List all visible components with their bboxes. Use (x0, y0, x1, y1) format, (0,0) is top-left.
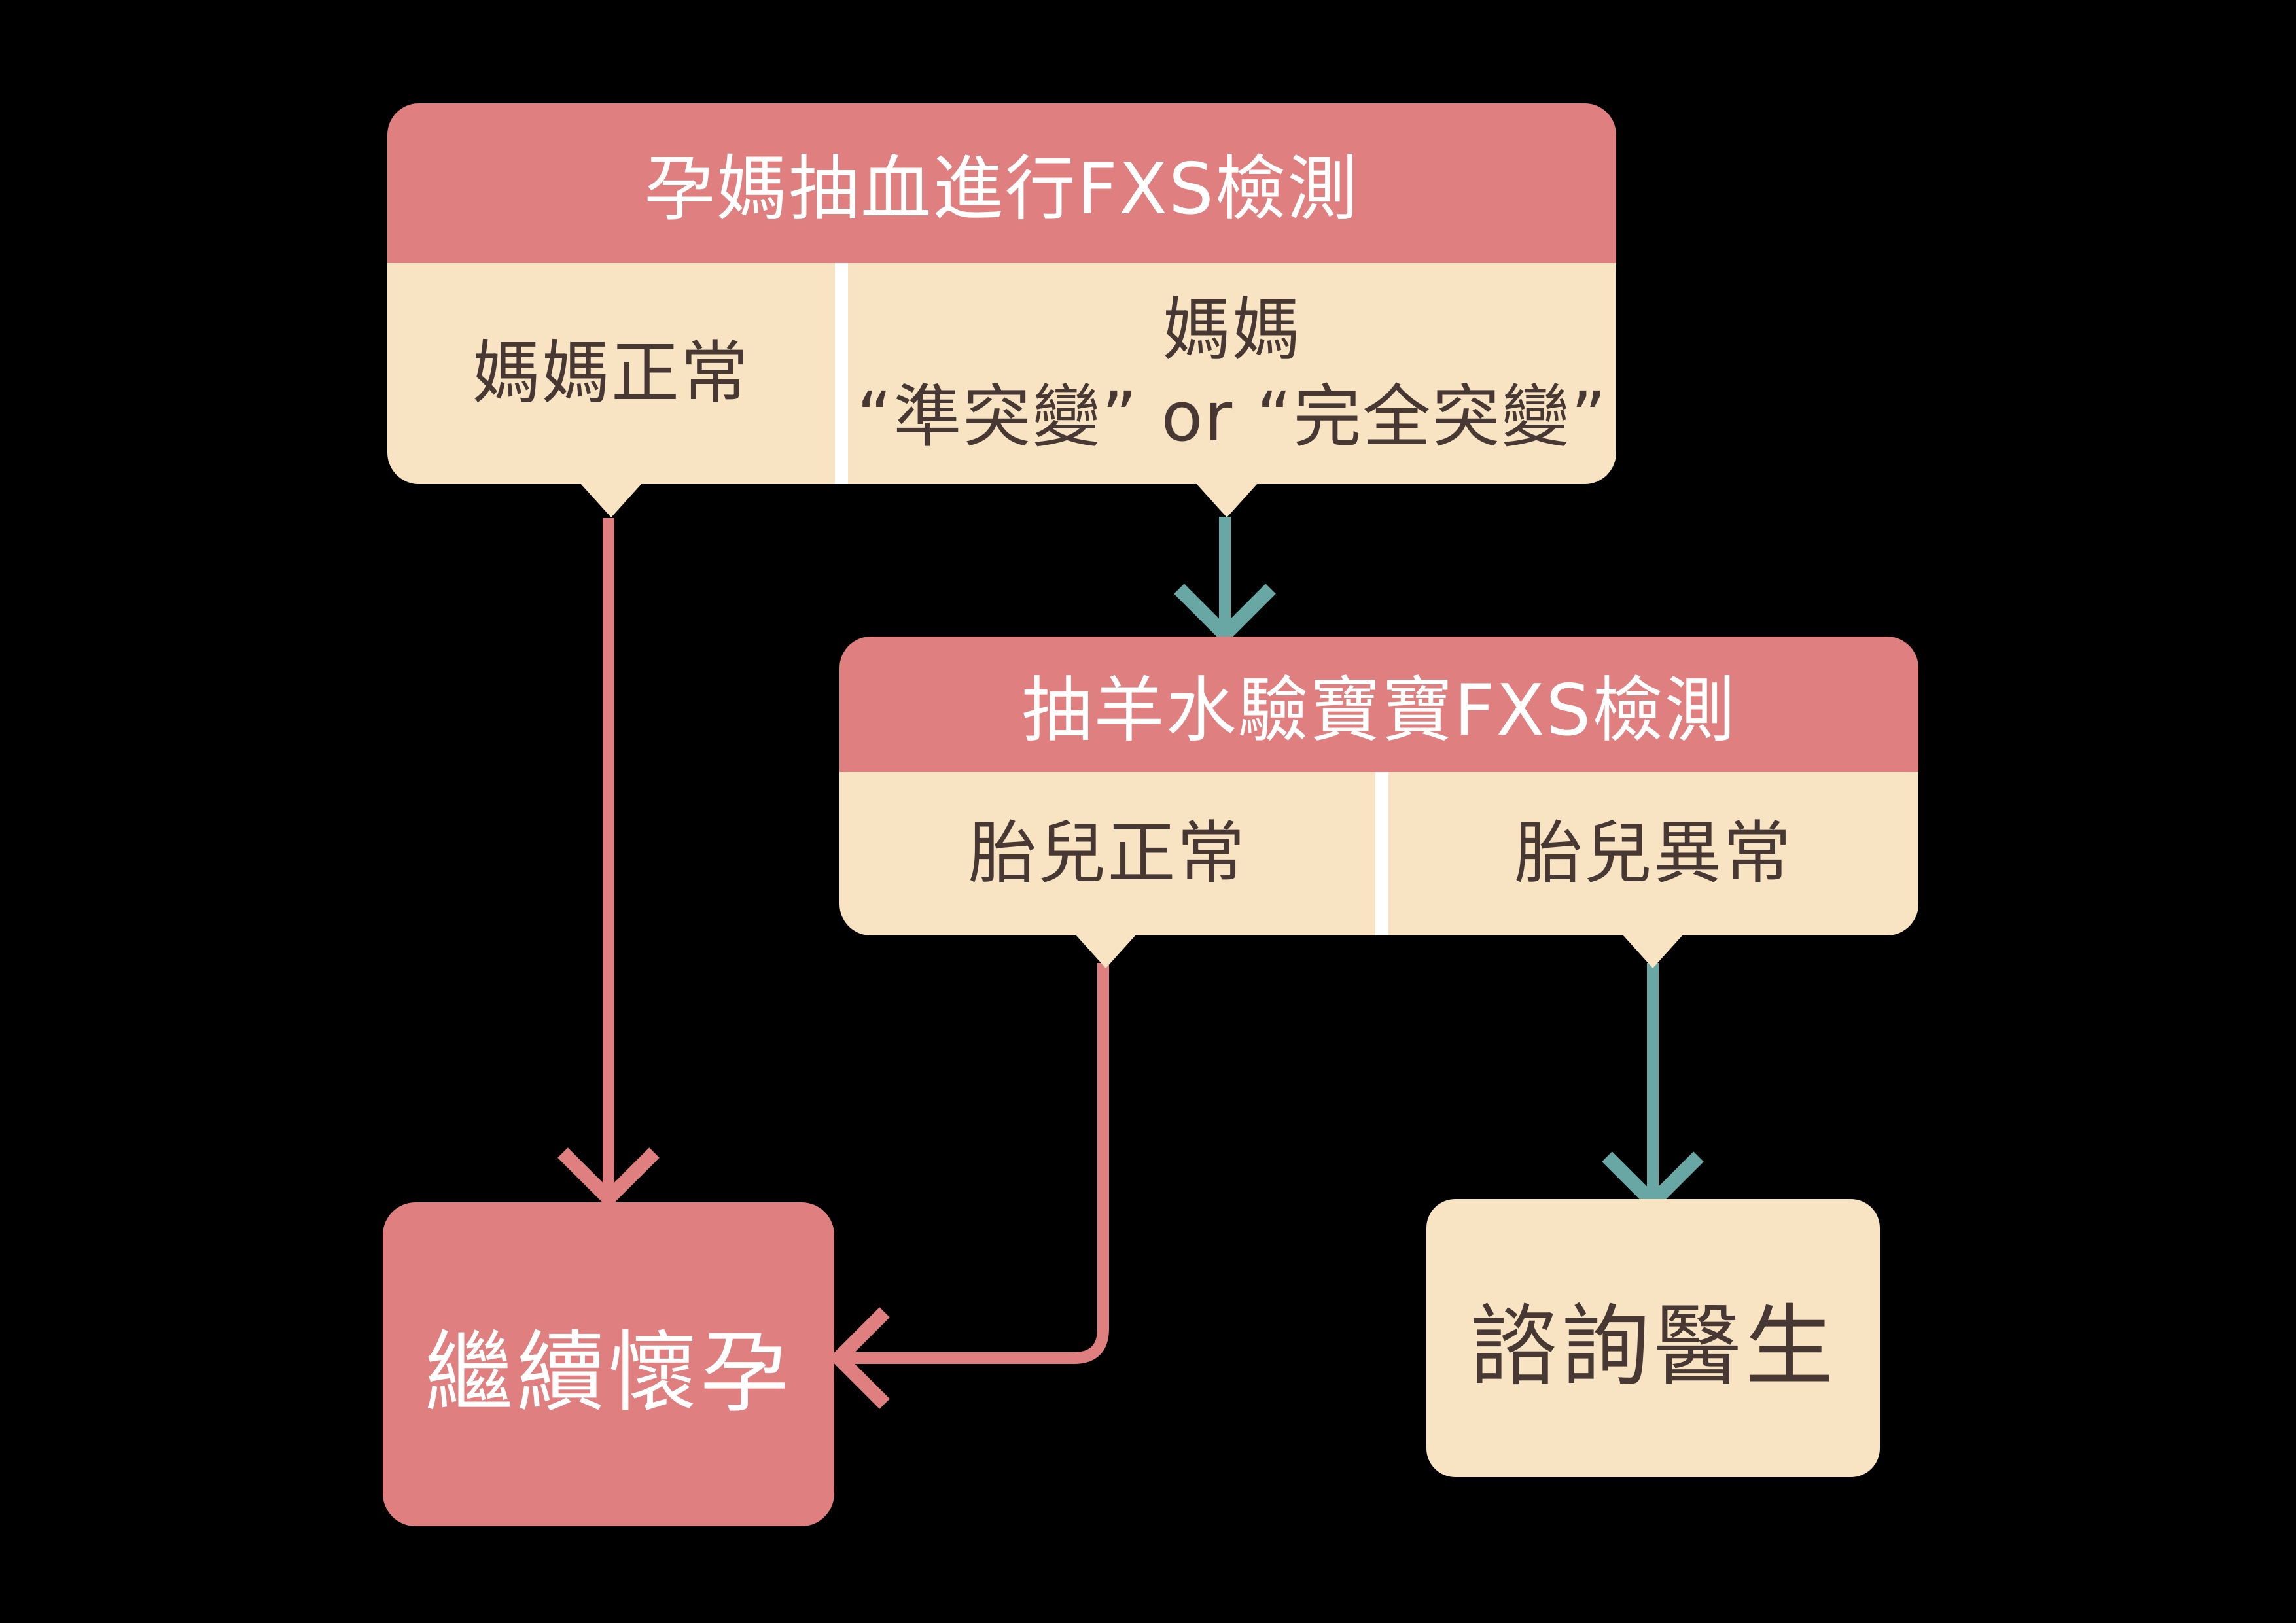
cell-mother-mutation: 媽媽 “準突變” or “完全突變” (848, 263, 1616, 484)
cell-fetus-abnormal: 胎兒異常 (1388, 772, 1918, 935)
cell-divider (1375, 772, 1388, 935)
cell-mother-normal-label: 媽媽正常 (472, 333, 751, 413)
node-amnio-test: 抽羊水驗寶寶FXS檢測 胎兒正常 胎兒異常 (839, 637, 1918, 935)
node-maternal-blood-test-title: 孕媽抽血進行FXS檢測 (387, 103, 1616, 263)
cell-fetus-normal-label: 胎兒正常 (968, 813, 1246, 894)
node-continue-pregnancy-label: 繼續懷孕 (425, 1321, 792, 1424)
node-maternal-blood-test-outcomes: 媽媽正常 媽媽 “準突變” or “完全突變” (387, 263, 1616, 484)
arrow-mother-normal-to-continue (557, 518, 660, 1209)
node-consult-doctor: 諮詢醫生 (1426, 1199, 1880, 1477)
cell-fetus-normal: 胎兒正常 (839, 772, 1375, 935)
cell-mother-mutation-line1: 媽媽 (1162, 289, 1302, 370)
arrow-mother-mutation-to-amnio (1174, 517, 1276, 645)
node-maternal-blood-test: 孕媽抽血進行FXS檢測 媽媽正常 媽媽 “準突變” or “完全突變” (387, 103, 1616, 484)
node-amnio-test-title: 抽羊水驗寶寶FXS檢測 (839, 637, 1918, 772)
cell-divider (835, 263, 848, 484)
node-amnio-test-outcomes: 胎兒正常 胎兒異常 (839, 772, 1918, 935)
speech-tail-fetus-normal (1075, 934, 1137, 968)
cell-fetus-abnormal-label: 胎兒異常 (1514, 813, 1793, 894)
speech-tail-mother-mutation (1196, 483, 1258, 517)
node-continue-pregnancy: 繼續懷孕 (383, 1202, 834, 1526)
cell-mother-mutation-line2: “準突變” or “完全突變” (857, 377, 1608, 457)
arrow-fetus-abnormal-to-consult (1602, 963, 1704, 1213)
speech-tail-fetus-abnormal (1622, 934, 1684, 968)
arrow-fetus-normal-to-continue (828, 963, 1109, 1409)
node-consult-doctor-label: 諮詢醫生 (1469, 1295, 1837, 1398)
cell-mother-normal: 媽媽正常 (387, 263, 835, 484)
speech-tail-mother-normal (580, 483, 642, 517)
